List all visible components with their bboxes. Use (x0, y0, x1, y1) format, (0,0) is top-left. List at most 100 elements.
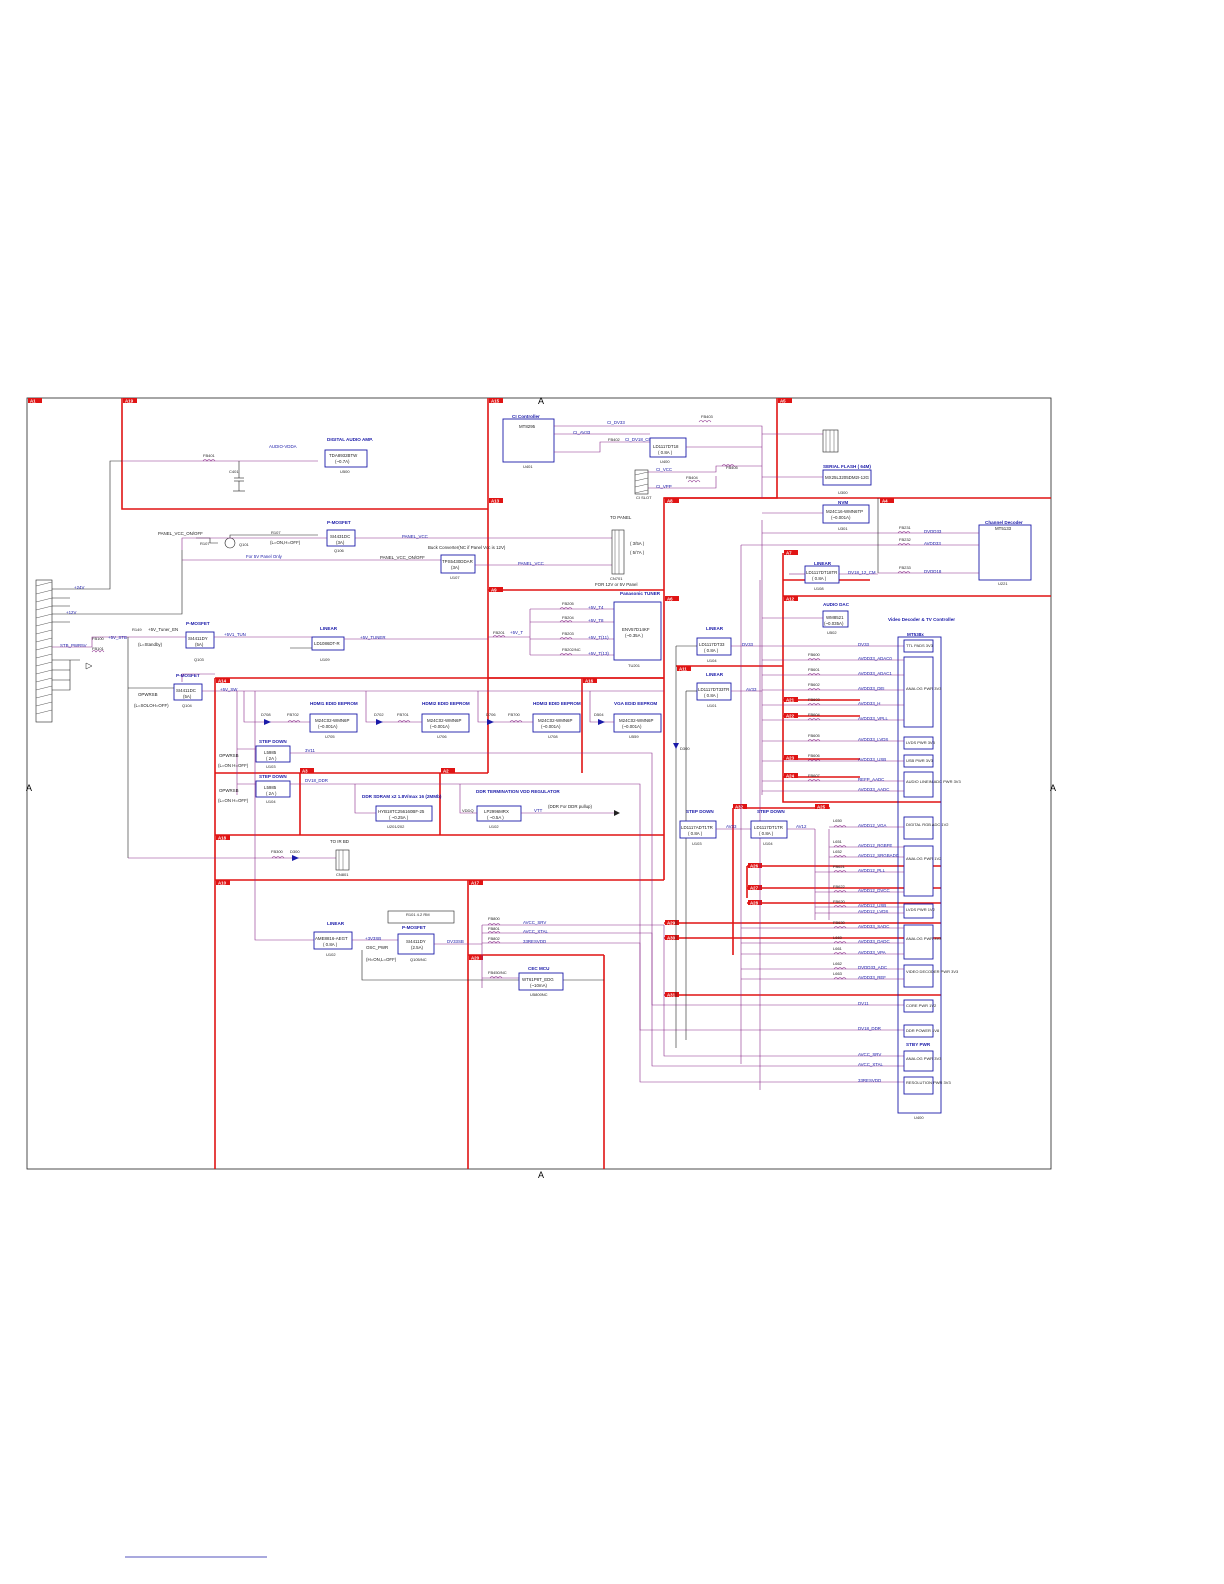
u102-ref: U102 (326, 952, 336, 957)
svg-text:FB700: FB700 (508, 712, 521, 717)
cec-fb: FB450/NC (488, 970, 507, 975)
svg-text:AVDD12_RGBFE: AVDD12_RGBFE (858, 843, 892, 848)
ir-conn-ref: CN801 (336, 872, 349, 877)
svg-text:A19: A19 (125, 399, 134, 404)
stepdown-u104-right: STEP DOWN LD1117DT1TR ( 0.8A ) U104 AV12 (750, 809, 815, 846)
flash-ref: U300 (838, 490, 848, 495)
tag-a23: A23 (784, 755, 798, 761)
pmos2-ref: Q104 (182, 703, 193, 708)
channel-net3: DVDD18 (924, 569, 942, 574)
section-tags: A1 A19 A15 A5 A13 A8 A4 A7 A12 A9 A6 A14… (28, 398, 894, 998)
svg-text:A21: A21 (786, 698, 795, 703)
svg-text:(~0.001A): (~0.001A) (318, 724, 338, 729)
pmos1-ref: Q103 (194, 657, 205, 662)
tag-a29: A29 (665, 920, 679, 926)
ci-fb4: FB404 (686, 475, 699, 480)
tag-a11: A11 (677, 666, 691, 672)
u101-ic (696, 682, 732, 701)
channel-net2: AVDD33 (924, 541, 941, 546)
svg-text:STEP DOWN: STEP DOWN (259, 774, 287, 779)
panel-power-section: PANEL_VCC_ON/OFF R107 Q101 R107 (L=ON,H=… (158, 515, 645, 587)
soc-section: Video Decoder & TV Controller MT538x U40… (741, 617, 961, 1120)
linear-u101-section: LINEAR LD1117DT33TR ( 0.8A ) U101 AV33 (685, 520, 763, 1090)
ci-ldo-ic (649, 437, 687, 458)
u109-ref: U109 (320, 657, 330, 662)
panel-rating1: ( 3/5A ) (630, 541, 645, 546)
border-marker-top: A (538, 396, 544, 406)
svg-text:AVDD33_SADC: AVDD33_SADC (858, 924, 889, 929)
ci-part: MT8295 (519, 424, 536, 429)
stb-cond1: (L=Standby) (138, 642, 163, 647)
svg-text:A29: A29 (667, 921, 676, 926)
svg-text:AVDD12_SRGBADC: AVDD12_SRGBADC (858, 853, 899, 858)
tuner-ic (613, 601, 662, 661)
ci-slot-connector (634, 469, 649, 495)
ddr-title: DDR SDRAM x2 1.8V/max 16 (2MMb) (362, 794, 442, 799)
tuner-rating: (~0.35A ) (625, 633, 643, 638)
stepdown-u104-left: STEP DOWN L5985 ( 2A ) U104 OPWRSB (L=ON… (218, 774, 905, 1031)
svg-text:AV12: AV12 (796, 824, 807, 829)
sb-switch-rating: (2.5A) (411, 945, 423, 950)
svg-text:D708: D708 (261, 712, 271, 717)
soc-blocks: TTL PADS 3V3 ANALOG PWR 3V3 LVDS PWR 3V3… (903, 639, 961, 1095)
tuner-n2: +5V_T8 (588, 618, 604, 623)
svg-text:FB601: FB601 (808, 667, 821, 672)
ddr-reg-ref: U102 (489, 824, 499, 829)
pmos2-part: SI4411DC (176, 688, 196, 693)
u104-part: LD1117DT33 (699, 642, 725, 647)
ir-section: FB300 D300 TO IR BD CN801 (128, 839, 350, 877)
svg-text:A18: A18 (218, 836, 227, 841)
tag-a5: A5 (778, 398, 792, 404)
ddr-reg-ic (476, 805, 522, 822)
audio-net: AUDIO-VDDA (269, 444, 297, 449)
svg-text:AVDD33_DEI: AVDD33_DEI (858, 686, 885, 691)
svg-text:HDMI3 EDID EEPROM: HDMI3 EDID EEPROM (533, 701, 581, 706)
tag-a17: A17 (469, 880, 483, 886)
tag-a24: A24 (784, 773, 798, 779)
panel-transistor (224, 537, 236, 549)
svg-text:STEP DOWN: STEP DOWN (757, 809, 785, 814)
tag-a14: A14 (216, 678, 230, 684)
svg-text:A30: A30 (667, 936, 676, 941)
panel-vcc-net2: PANEL_VCC (518, 561, 544, 566)
cec-ic (518, 972, 564, 991)
svg-text:AUDIO LINEIN ADC PWR 3V3: AUDIO LINEIN ADC PWR 3V3 (906, 779, 961, 784)
svg-text:FB603: FB603 (808, 697, 821, 702)
ir-fb: FB300 (271, 849, 284, 854)
svg-text:U104: U104 (763, 841, 773, 846)
soc-net-lvds12: AVDD12_LVDS (815, 909, 904, 914)
tag-a7: A7 (784, 550, 798, 556)
svg-text:A26: A26 (750, 864, 759, 869)
svg-text:AVDD33_REF: AVDD33_REF (858, 975, 886, 980)
tag-a28: A28 (748, 900, 762, 906)
tuner-title: Panasonic TUNER (620, 591, 661, 596)
panel-ctrl-2: PANEL_VCC_ON/OFF (380, 555, 425, 560)
svg-text:AVDD33_VPA: AVDD33_VPA (858, 950, 886, 955)
ddr-vtt-note: (DDR For DDR pullup) (548, 804, 592, 809)
svg-text:AVDD33_VPLL: AVDD33_VPLL (858, 716, 888, 721)
u101-part: LD1117DT33TR (698, 687, 729, 692)
panel-conn-ref: CN701 (610, 576, 623, 581)
sb-net: DV33SB (447, 939, 464, 944)
panel-only5v: For 5V Panel Only (246, 554, 283, 559)
cec-rating: (~10mA) (530, 983, 547, 988)
soc-dv33-net: DV33 (858, 642, 870, 647)
border-marker-right: A (1050, 783, 1056, 793)
svg-text:FB602: FB602 (808, 682, 821, 687)
dac-part: WM8521 (826, 615, 844, 620)
svg-text:( 0.8A ): ( 0.8A ) (688, 831, 703, 836)
panel-res: R107 (200, 541, 210, 546)
tag-a1: A1 (28, 398, 42, 404)
svg-text:U705: U705 (325, 734, 335, 739)
tuner-net: +5V1_TUN (224, 632, 246, 637)
soc-net-aadc: AVDD33_AADC (762, 787, 904, 792)
svg-text:DV18_DDR: DV18_DDR (305, 778, 328, 783)
ddr-reg-rating: ( ~0.5A ) (487, 815, 504, 820)
svg-text:A5: A5 (780, 399, 786, 404)
